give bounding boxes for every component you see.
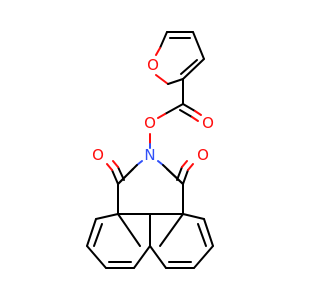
bond bbox=[192, 31, 205, 60]
molecule-structure: O O O N O O bbox=[86, 31, 214, 269]
bond bbox=[93, 223, 103, 247]
bond bbox=[117, 213, 141, 247]
bond bbox=[136, 160, 143, 166]
bond bbox=[179, 109, 193, 118]
atom-label-o-imide-right: O bbox=[197, 146, 209, 164]
bond bbox=[159, 31, 168, 49]
bond bbox=[176, 166, 183, 181]
bond bbox=[106, 163, 113, 171]
bond bbox=[167, 78, 184, 85]
bond bbox=[182, 103, 196, 112]
bond bbox=[194, 110, 202, 116]
bond bbox=[112, 160, 119, 168]
bond bbox=[86, 245, 107, 269]
bond bbox=[187, 163, 194, 171]
bond bbox=[162, 164, 184, 185]
bond bbox=[133, 245, 151, 269]
bond bbox=[159, 213, 184, 247]
bond bbox=[182, 213, 205, 220]
bond bbox=[95, 213, 119, 220]
bond bbox=[157, 113, 166, 119]
atom-label-o-furan: O bbox=[147, 56, 159, 74]
bond bbox=[197, 223, 207, 247]
bond bbox=[157, 160, 164, 166]
bond bbox=[149, 245, 167, 269]
bond bbox=[155, 47, 161, 56]
atom-label-o-imide-left: O bbox=[92, 146, 104, 164]
bond bbox=[111, 169, 119, 185]
bond bbox=[193, 245, 214, 269]
bond-layer bbox=[86, 31, 214, 269]
atom-label-o-carbonyl: O bbox=[202, 114, 214, 132]
bond bbox=[191, 116, 199, 122]
bond bbox=[180, 59, 198, 75]
bond bbox=[164, 103, 184, 115]
atom-label-layer: O O O N O O bbox=[92, 56, 214, 164]
atom-label-o-ester: O bbox=[144, 114, 156, 132]
bond bbox=[182, 169, 189, 185]
bond bbox=[117, 166, 125, 181]
bond bbox=[182, 58, 205, 80]
bond bbox=[155, 74, 169, 85]
bond bbox=[86, 218, 97, 247]
hetero-bond-layer bbox=[106, 47, 202, 185]
bond bbox=[203, 218, 214, 247]
atom-label-n-imide: N bbox=[144, 146, 155, 164]
bond bbox=[117, 164, 138, 185]
bond bbox=[181, 160, 188, 168]
